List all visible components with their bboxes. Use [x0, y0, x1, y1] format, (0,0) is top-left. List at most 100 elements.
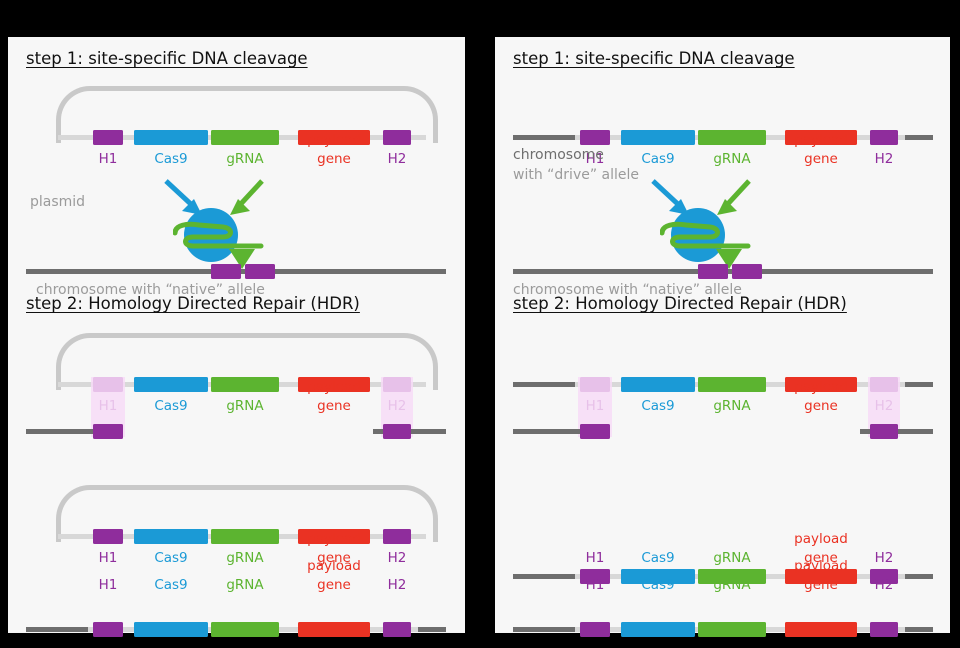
label-grna-step1-left: gRNA — [226, 151, 264, 167]
label-payload-l2-step2-left: gene — [317, 398, 351, 414]
result-gene-h2-top-left — [383, 529, 411, 544]
gene-grna-step2-right — [698, 377, 766, 392]
result-label-h2-top-right: H2 — [874, 550, 894, 566]
result-gene-grna-top-left — [211, 529, 279, 544]
label-h2-step1-right: H2 — [874, 151, 894, 167]
cas9-grna-complex-icon-left — [173, 208, 264, 269]
label-payload-l1-step2-left: payload — [307, 379, 361, 395]
result-label-payload-l2-bottom-right: gene — [804, 577, 838, 593]
label-payload-l1-step1-right: payload — [794, 132, 848, 148]
result-gene-payload-bottom-right — [785, 622, 857, 637]
result-label-cas9-top-right: Cas9 — [641, 550, 675, 566]
label-h1-step1-left: H1 — [98, 151, 118, 167]
label-payload-l1-step2-right: payload — [794, 379, 848, 395]
donor-arrows-right — [651, 179, 751, 215]
result-gene-h1-top-left — [93, 529, 123, 544]
result-label-payload-l1-top-right: payload — [794, 531, 848, 547]
cut-chromosome-h2-box-right — [870, 424, 898, 439]
result-label-cas9-bottom-right: Cas9 — [641, 577, 675, 593]
result-label-h1-bottom-left: H1 — [98, 577, 118, 593]
result-gene-cas9-bottom-left — [134, 622, 208, 637]
result-label-h1-top-left: H1 — [98, 550, 118, 566]
label-payload-l2-step2-right: gene — [804, 398, 838, 414]
label-payload-l2-step1-right: gene — [804, 151, 838, 167]
gene-cas9-step1-left — [134, 130, 208, 145]
cut-chromosome-left-arm-right — [513, 429, 607, 434]
plasmid-annotation-left: plasmid — [30, 194, 86, 210]
result-label-cas9-bottom-left: Cas9 — [154, 577, 188, 593]
result-label-h1-bottom-right: H1 — [585, 577, 605, 593]
donor-chromosome-label-line2-right: with “drive” allele — [513, 167, 640, 183]
label-grna-step2-right: gRNA — [713, 398, 751, 414]
result-label-h2-bottom-right: H2 — [874, 577, 894, 593]
gene-grna-step1-left — [211, 130, 279, 145]
result-gene-payload-top-left — [298, 529, 370, 544]
label-h2-step1-left: H2 — [387, 151, 407, 167]
right-panel-card: step 1: site-specific DNA cleavage H1 Ca… — [495, 37, 950, 637]
gene-cas9-step2-left — [134, 377, 208, 392]
cut-chromosome-h1-box-right — [580, 424, 610, 439]
label-cas9-step1-left: Cas9 — [154, 151, 188, 167]
result-gene-h1-bottom-left — [93, 622, 123, 637]
result-label-grna-bottom-left: gRNA — [226, 577, 264, 593]
cut-chromosome-h2-box-left — [383, 424, 411, 439]
gene-payload-step1-left — [298, 130, 370, 145]
gene-h1-step1-right — [580, 130, 610, 145]
gene-payload-step1-right — [785, 130, 857, 145]
result-gene-cas9-top-left — [134, 529, 208, 544]
result-gene-grna-top-right — [698, 569, 766, 584]
cut-chromosome-left-arm-left — [26, 429, 120, 434]
gene-payload-step2-left — [298, 377, 370, 392]
label-grna-step2-left: gRNA — [226, 398, 264, 414]
result-label-grna-top-right: gRNA — [713, 550, 751, 566]
donor-arrows-left — [164, 179, 264, 215]
target-chromosome-label-left: chromosome with “native” allele — [36, 282, 265, 298]
plasmid-ring-step1 — [56, 86, 438, 143]
result-label-payload-l1-top-left: payload — [307, 531, 361, 547]
result-label-payload-l1-bottom-right: payload — [794, 558, 848, 574]
right-step2-title: step 2: Homology Directed Repair (HDR) — [513, 294, 847, 313]
result-gene-payload-top-right — [785, 569, 857, 584]
gene-h1-step1-left — [93, 130, 123, 145]
label-cas9-step2-left: Cas9 — [154, 398, 188, 414]
result-gene-payload-bottom-left — [298, 622, 370, 637]
gene-grna-step2-left — [211, 377, 279, 392]
result-label-payload-l2-bottom-left: gene — [317, 577, 351, 593]
result-label-grna-top-left: gRNA — [226, 550, 264, 566]
label-grna-step1-right: gRNA — [713, 151, 751, 167]
plasmid-ring-step2-left — [56, 333, 438, 390]
gene-cas9-step2-right — [621, 377, 695, 392]
result-gene-h1-bottom-right — [580, 622, 610, 637]
cutsite-h2-right — [732, 264, 762, 279]
result-gene-cas9-bottom-right — [621, 622, 695, 637]
result-label-grna-bottom-right: gRNA — [713, 577, 751, 593]
gene-grna-step1-right — [698, 130, 766, 145]
left-step2-title: step 2: Homology Directed Repair (HDR) — [26, 294, 360, 313]
donor-chromosome-label-line1-right: chromosome — [513, 147, 604, 163]
gene-h2-step1-left — [383, 130, 411, 145]
cutsite-h2-left — [245, 264, 275, 279]
result-label-payload-l1-bottom-left: payload — [307, 558, 361, 574]
cutsite-h1-right — [698, 264, 728, 279]
result-gene-h2-bottom-right — [870, 622, 898, 637]
label-h1-step1-right: H1 — [585, 151, 605, 167]
gene-payload-step2-right — [785, 377, 857, 392]
right-step1-title: step 1: site-specific DNA cleavage — [513, 49, 795, 68]
left-step1-title: step 1: site-specific DNA cleavage — [26, 49, 308, 68]
result-label-payload-l2-top-right: gene — [804, 550, 838, 566]
gene-h2-step1-right — [870, 130, 898, 145]
target-chromosome-label-right: chromosome with “native” allele — [513, 282, 742, 298]
result-label-h2-top-left: H2 — [387, 550, 407, 566]
cutsite-h1-left — [211, 264, 241, 279]
result-label-cas9-top-left: Cas9 — [154, 550, 188, 566]
label-payload-l1-step1-left: payload — [307, 132, 361, 148]
result-gene-cas9-top-right — [621, 569, 695, 584]
result-plasmid-ring-left — [56, 485, 438, 542]
label-cas9-step1-right: Cas9 — [641, 151, 675, 167]
result-gene-grna-bottom-left — [211, 622, 279, 637]
gene-cas9-step1-right — [621, 130, 695, 145]
result-label-h1-top-right: H1 — [585, 550, 605, 566]
cas9-grna-complex-icon-right — [660, 208, 751, 269]
left-panel-card: step 1: site-specific DNA cleavage H1 Ca… — [8, 37, 465, 637]
